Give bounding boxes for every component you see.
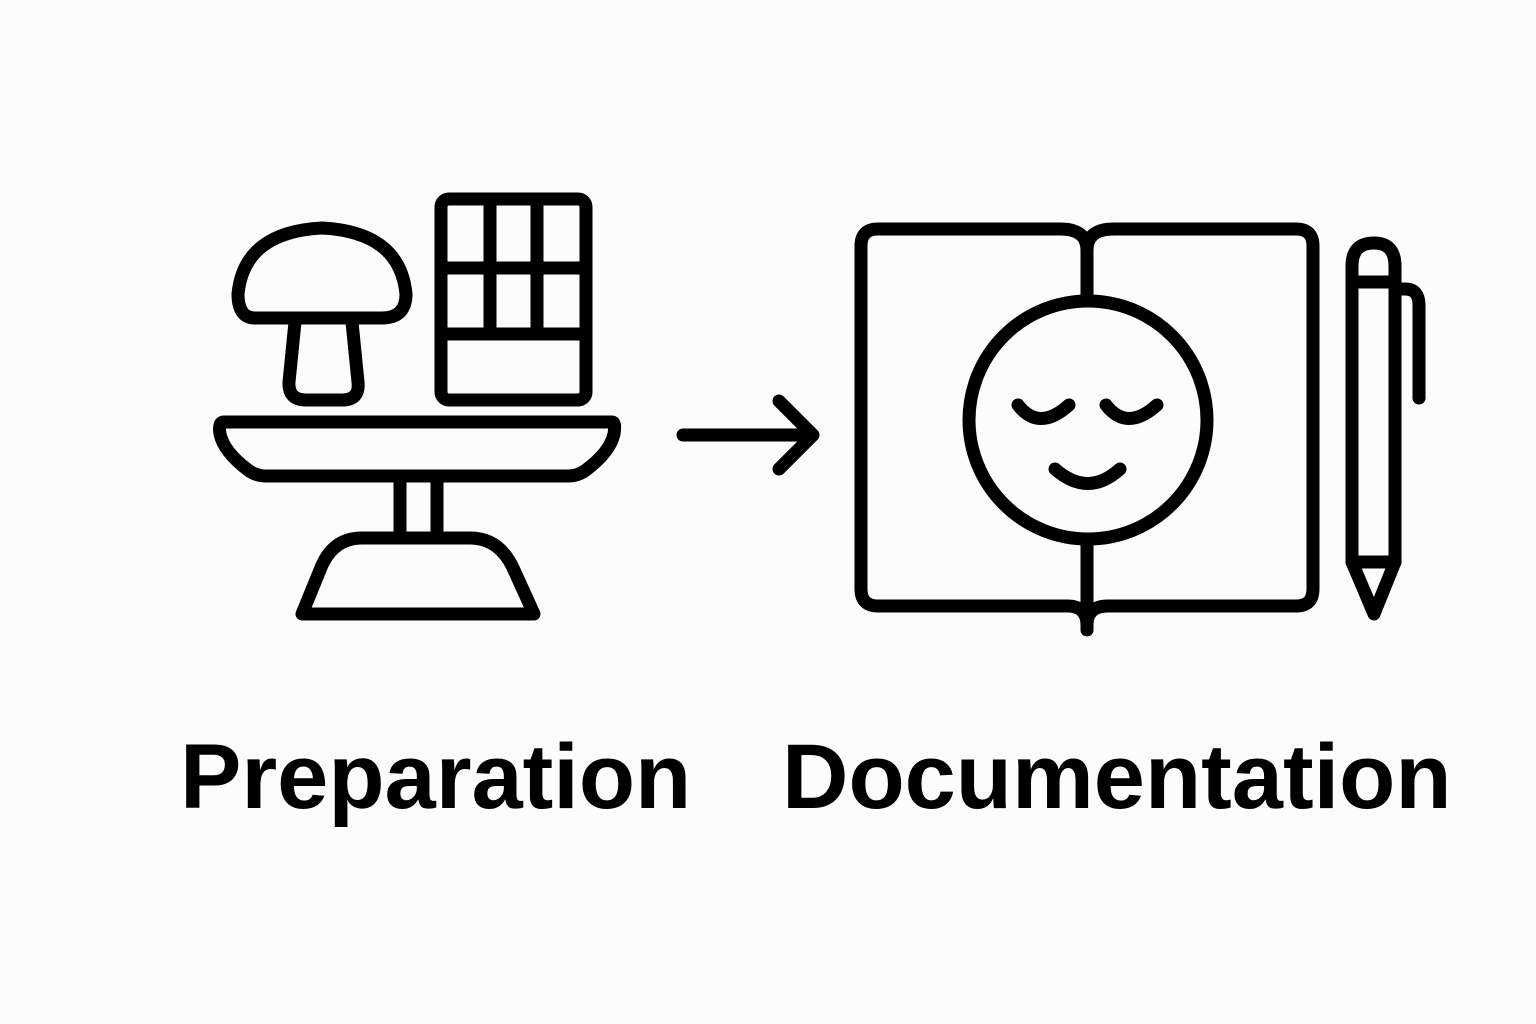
arrow-right-icon: [676, 394, 820, 476]
chocolate-bar-icon: [434, 192, 593, 407]
pen-icon: [1345, 236, 1426, 621]
mushroom-icon: [231, 221, 413, 407]
step-label-documentation: Documentation: [782, 726, 1452, 828]
open-book-icon: [854, 222, 1320, 637]
mushroom-and-chocolate-on-table-icon: [213, 192, 622, 621]
table-icon: [213, 415, 622, 621]
journal-with-calm-face-and-pen-icon: [854, 222, 1426, 637]
step-label-preparation: Preparation: [180, 726, 692, 828]
calm-face-icon: [962, 294, 1214, 546]
